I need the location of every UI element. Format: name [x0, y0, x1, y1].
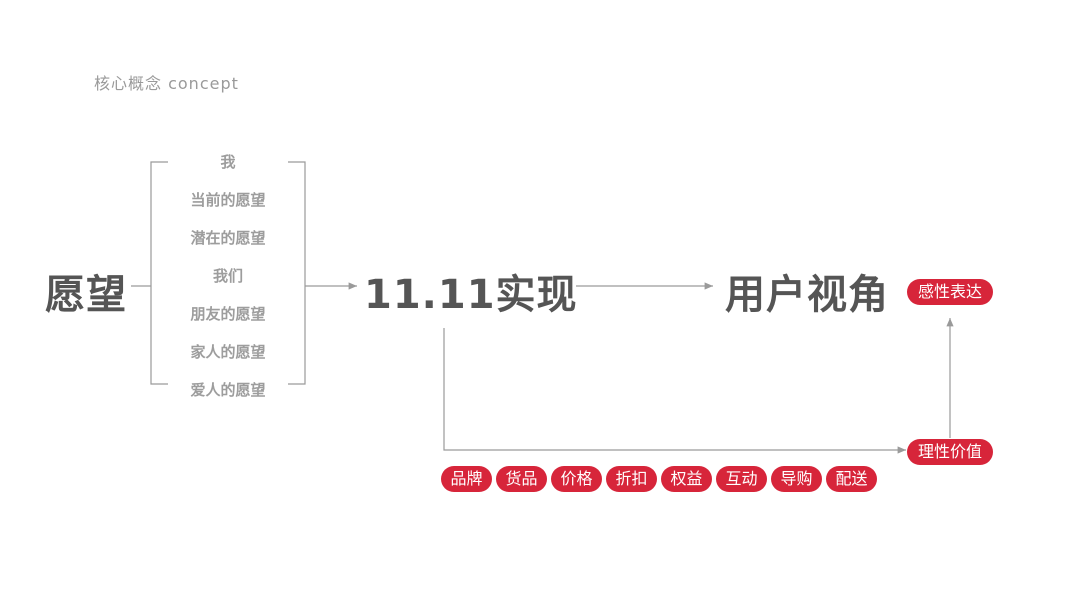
wish-title: 愿望 [45, 272, 127, 318]
value-tag: 品牌 [441, 466, 492, 492]
emotional-expression-tag: 感性表达 [907, 279, 993, 305]
wish-list-item: 我们 [212, 267, 243, 285]
wish-list-item: 家人的愿望 [190, 343, 266, 361]
value-tag: 权益 [661, 466, 712, 492]
value-tag: 价格 [551, 466, 602, 492]
center-title: 11.11实现 [364, 272, 578, 318]
wish-list-item: 当前的愿望 [190, 191, 266, 209]
right-bracket [288, 161, 306, 385]
value-tag: 导购 [771, 466, 822, 492]
wish-list-item: 爱人的愿望 [190, 381, 266, 399]
rational-value-tag: 理性价值 [907, 439, 993, 465]
value-tag: 配送 [826, 466, 877, 492]
value-tag: 折扣 [606, 466, 657, 492]
wish-list-item: 潜在的愿望 [190, 229, 266, 247]
center-to-rational-arrow [443, 328, 906, 454]
value-tag: 货品 [496, 466, 547, 492]
wish-list-item: 我 [220, 153, 236, 171]
wish-list-item: 朋友的愿望 [190, 305, 266, 323]
value-tag: 互动 [716, 466, 767, 492]
user-perspective-title: 用户视角 [725, 272, 889, 318]
section-header: 核心概念 concept [94, 74, 239, 93]
left-bracket [150, 161, 168, 385]
